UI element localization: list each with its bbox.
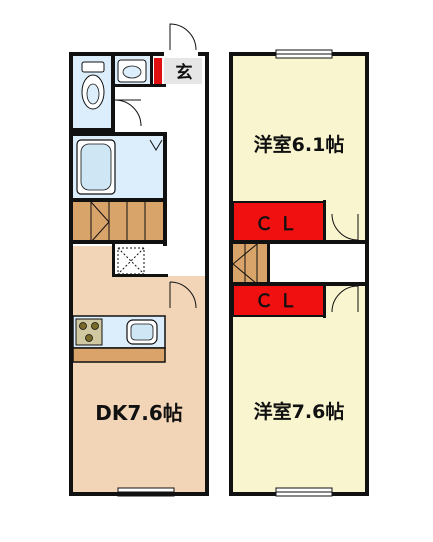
- upper-room-door: [331, 213, 359, 241]
- stairs-winder: [90, 201, 110, 243]
- floor-2-doors: [331, 213, 359, 313]
- vent-icon: [117, 247, 145, 275]
- entrance-door: [169, 23, 197, 51]
- lower-room-door: [331, 285, 359, 313]
- sink-icon: [126, 319, 158, 345]
- entrance-label: 玄: [176, 62, 193, 83]
- stove-icon: [75, 318, 103, 346]
- western-room-lower-floor: [233, 284, 365, 492]
- floor-1-interior-walls: [73, 52, 168, 277]
- closet-lower-label: ＣＬ: [255, 291, 303, 312]
- bathtub-icon: [76, 139, 116, 195]
- closet-lower: ＣＬ: [232, 283, 326, 317]
- closet-upper: ＣＬ: [232, 201, 326, 243]
- kitchen-counter: [72, 315, 166, 363]
- stairs-fill: [73, 202, 163, 242]
- genkan-floor: [164, 58, 202, 84]
- room-label-lower: 洋室7.6帖: [254, 400, 345, 423]
- room-label-dk: DK7.6帖: [95, 401, 183, 425]
- stairs-winder: [232, 243, 258, 285]
- hall-2f-floor: [269, 244, 365, 284]
- closet-upper-label: ＣＬ: [255, 214, 303, 235]
- closet-lower-box: [232, 283, 326, 317]
- floor-1: 玄: [69, 23, 209, 497]
- floor-2-outer-walls: [229, 52, 369, 496]
- corridor-floor: [166, 86, 205, 276]
- floor-2-interior-walls: [233, 200, 365, 318]
- washbasin-icon: [117, 59, 147, 83]
- floor-2: ＣＬ ＣＬ: [229, 49, 369, 497]
- room-label-upper: 洋室6.1帖: [254, 133, 345, 156]
- bath-drain-mark: [149, 139, 163, 151]
- stairs-fill: [233, 244, 269, 284]
- western-room-upper-floor: [233, 56, 365, 202]
- floor-1-doors: [114, 23, 197, 309]
- stairs-2f: [232, 243, 269, 285]
- counter-front: [72, 347, 166, 363]
- genkan-mark: [154, 58, 162, 84]
- dk-floor: [73, 246, 205, 492]
- floor-1-outer-walls: [69, 52, 209, 496]
- dk-door: [169, 281, 197, 309]
- stairs-1f: [73, 201, 163, 243]
- toilet-icon: [81, 61, 105, 110]
- toilet-door: [114, 99, 142, 127]
